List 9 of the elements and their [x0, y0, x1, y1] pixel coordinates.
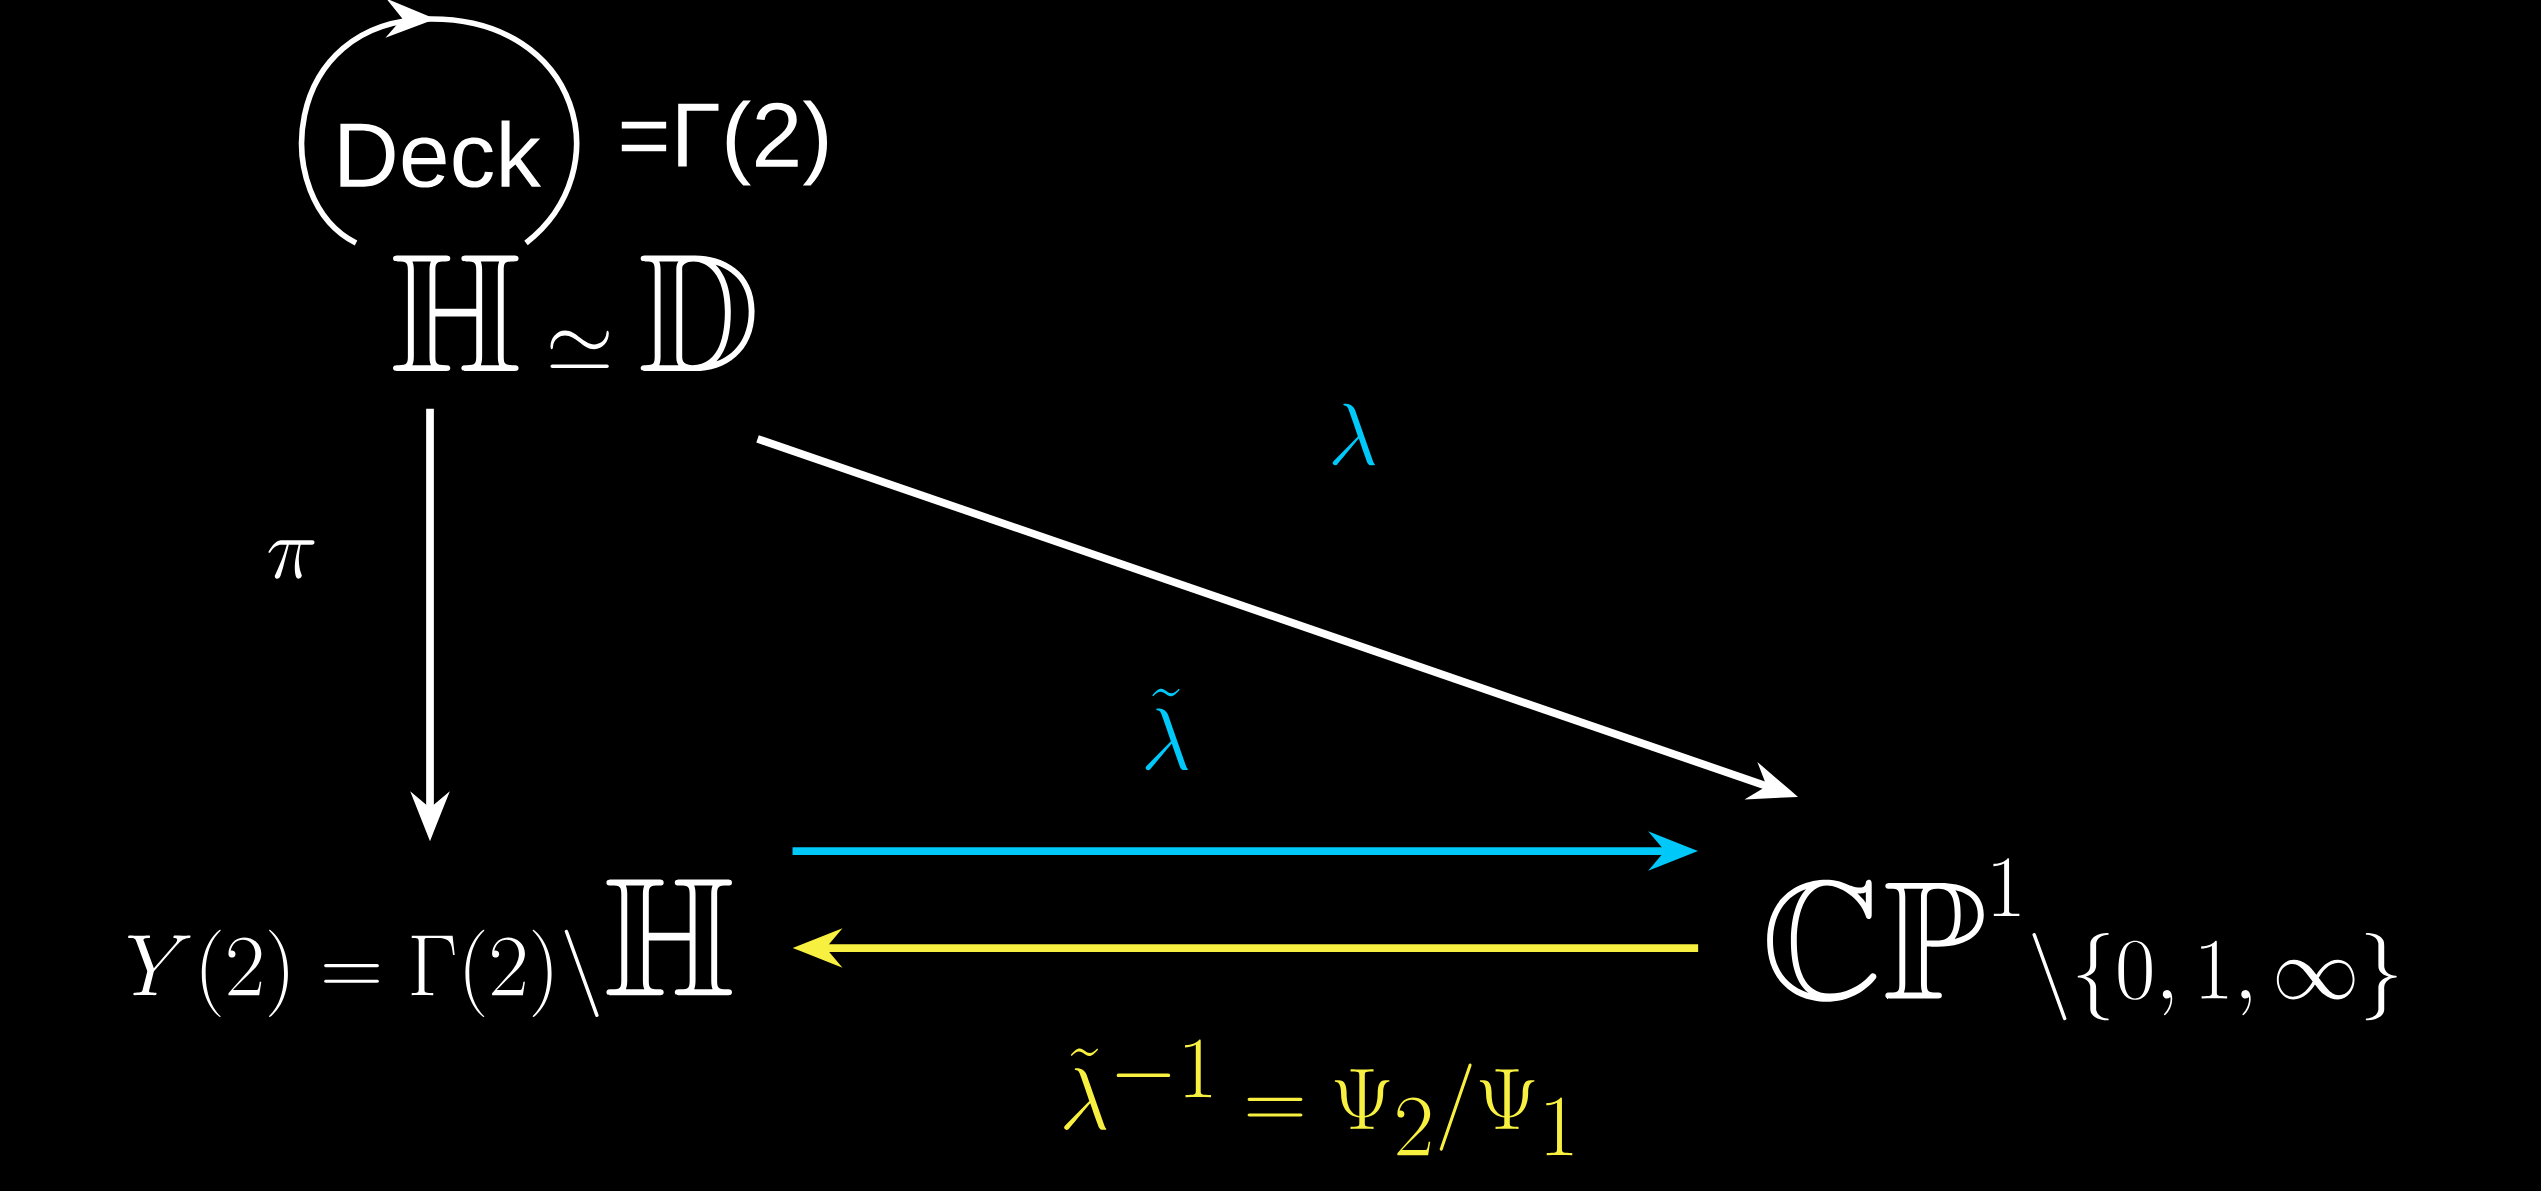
edge-label: $\tilde{\lambda}$	[1145, 688, 1188, 771]
math-expression: $\mathbb{CP}^1\backslash\{0,1,\infty\}$	[1767, 858, 2397, 1021]
math-expression: $Y(2) = \Gamma(2)\backslash\mathbb{H}$	[128, 879, 732, 1017]
edge-label: $\tilde{\lambda}^{-1} = \Psi_2/\Psi_1$	[1064, 1039, 1573, 1156]
edge-label: $\lambda$	[1332, 403, 1375, 466]
annotation: =Γ(2)	[621, 100, 828, 186]
annotation: Deck	[340, 120, 542, 188]
math-expression: $\mathbb{H} \simeq \mathbb{D}$	[393, 255, 755, 372]
edge-label: $\pi$	[268, 540, 315, 579]
